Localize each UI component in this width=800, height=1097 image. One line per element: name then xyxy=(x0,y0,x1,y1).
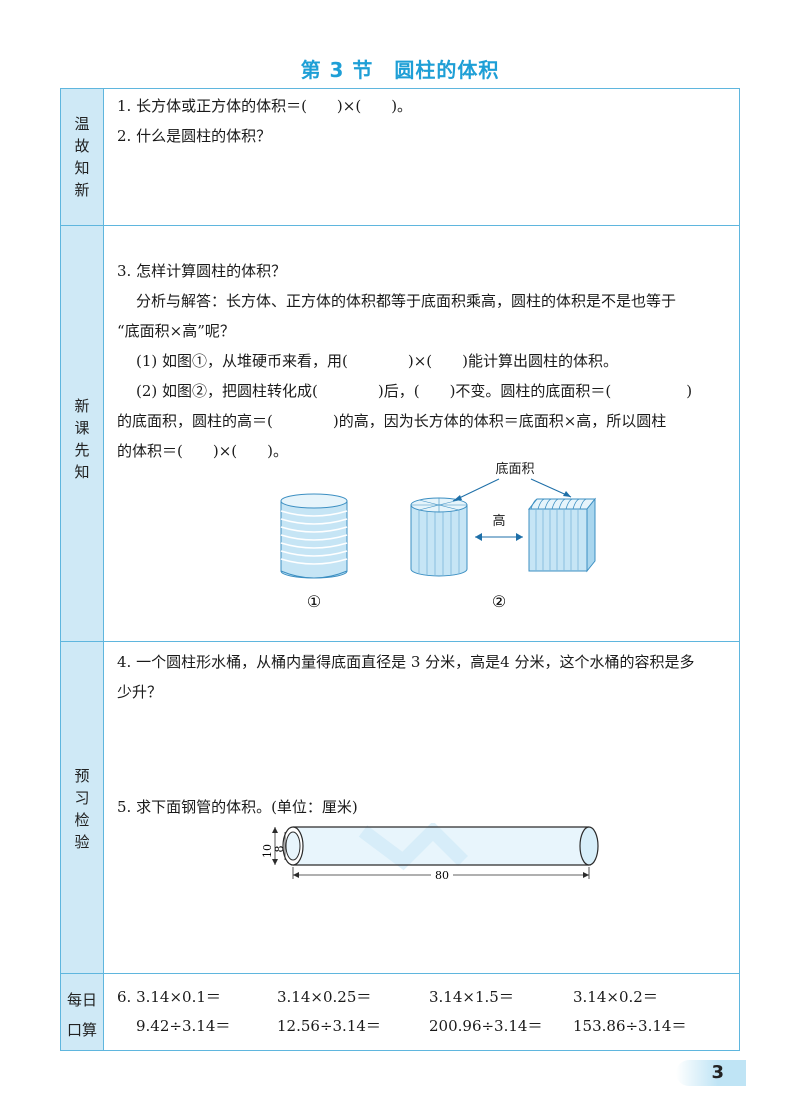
section-sidebar xyxy=(61,89,104,1050)
part-2-text-a: (2) 如图②，把圆柱转化成( )后，( )不变。圆柱的底面积＝( ) xyxy=(136,382,693,400)
question-5: 5. 求下面钢管的体积。(单位：厘米) xyxy=(117,798,358,816)
analysis-line-1: 分析与解答：长方体、正方体的体积都等于底面积乘高，圆柱的体积是不是也等于 xyxy=(136,292,677,310)
section-label-check: 预习检验 xyxy=(74,767,90,851)
page-title: 第 3 节 圆柱的体积 xyxy=(300,58,500,82)
calc-item: 200.96÷3.14＝ xyxy=(429,1017,543,1035)
section-label-mental-math: 每日口算 xyxy=(66,991,97,1039)
height-label: 高 xyxy=(492,513,505,529)
question-4-line-2: 少升？ xyxy=(117,683,163,701)
part-2-text-c: 的体积＝( )×( )。 xyxy=(117,442,288,460)
section-divider xyxy=(61,225,739,226)
calc-item: 153.86÷3.14＝ xyxy=(573,1017,687,1035)
cylinder-volume-figure: 底面积 高 ① ② xyxy=(280,461,597,611)
question-3: 3. 怎样计算圆柱的体积？ xyxy=(117,262,287,280)
section-label-new-lesson: 新课先知 xyxy=(74,397,90,481)
section-divider xyxy=(61,641,739,642)
page-number: 3 xyxy=(711,1062,724,1083)
section-label-review: 温故知新 xyxy=(74,115,90,199)
section-divider xyxy=(61,973,739,974)
steel-pipe-figure: 10 8 80 xyxy=(261,823,599,882)
calc-item: 3.14×1.5＝ xyxy=(429,988,514,1006)
analysis-line-2: “底面积×高”呢？ xyxy=(117,322,235,340)
part-2-text-b: 的底面积，圆柱的高＝( )的高，因为长方体的体积＝底面积×高，所以圆柱 xyxy=(117,412,667,430)
calc-item: 3.14×0.2＝ xyxy=(573,988,658,1006)
question-2: 2. 什么是圆柱的体积？ xyxy=(117,127,272,145)
question-4-line-1: 4. 一个圆柱形水桶，从桶内量得底面直径是 3 分米，高是4 分米，这个水桶的容… xyxy=(117,653,695,671)
figure-caption-1: ① xyxy=(307,592,321,611)
question-1: 1. 长方体或正方体的体积＝( )×( )。 xyxy=(117,97,413,115)
page-number-tab: 3 xyxy=(676,1060,746,1086)
rearranged-prism xyxy=(527,497,597,573)
pipe-outer-diameter: 10 xyxy=(261,844,274,858)
calc-item: 9.42÷3.14＝ xyxy=(136,1017,231,1035)
calc-item: 3.14×0.25＝ xyxy=(277,988,372,1006)
coin-stack-cylinder xyxy=(280,493,348,579)
figure-caption-2: ② xyxy=(492,592,506,611)
calc-item: 6. 3.14×0.1＝ xyxy=(117,988,221,1006)
part-1-text: (1) 如图①，从堆硬币来看，用( )×( )能计算出圆柱的体积。 xyxy=(136,352,618,370)
pipe-length: 80 xyxy=(435,869,449,882)
calc-item: 12.56÷3.14＝ xyxy=(277,1017,381,1035)
base-area-label: 底面积 xyxy=(495,461,534,477)
pipe-inner-diameter: 8 xyxy=(273,846,286,853)
worksheet-frame: 温故知新 新课先知 预习检验 每日口算 1. 长方体或正方体的体积＝( )×( … xyxy=(60,88,740,1051)
worksheet-content: 1. 长方体或正方体的体积＝( )×( )。 2. 什么是圆柱的体积？ 3. 怎… xyxy=(103,89,739,1050)
sliced-cylinder xyxy=(410,497,468,577)
